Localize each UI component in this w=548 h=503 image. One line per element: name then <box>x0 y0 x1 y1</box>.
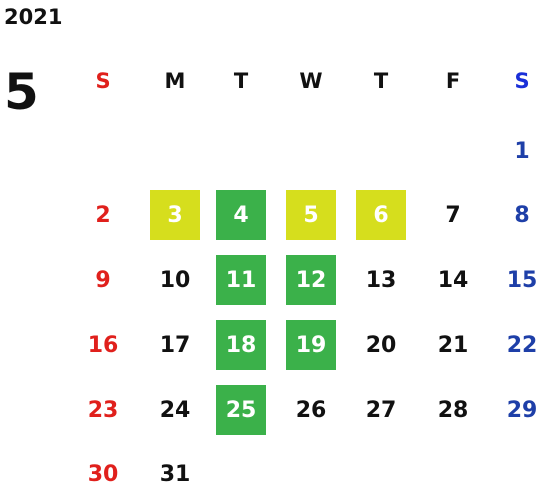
weekday-header: S <box>95 69 111 93</box>
day-cell: 15 <box>506 267 538 293</box>
day-cell: 12 <box>286 255 336 305</box>
day-cell: 26 <box>295 397 327 423</box>
day-cell: 27 <box>365 397 397 423</box>
day-cell: 7 <box>445 202 461 228</box>
day-cell: 23 <box>87 397 119 423</box>
day-cell: 2 <box>95 202 111 228</box>
day-cell: 31 <box>159 461 191 487</box>
day-cell: 3 <box>150 190 200 240</box>
day-cell: 28 <box>437 397 469 423</box>
weekday-header: T <box>373 69 389 93</box>
weekday-header: T <box>233 69 249 93</box>
weekday-header: M <box>164 69 186 93</box>
day-cell: 10 <box>159 267 191 293</box>
day-cell: 16 <box>87 332 119 358</box>
day-cell: 19 <box>286 320 336 370</box>
day-cell: 8 <box>514 202 530 228</box>
day-cell: 18 <box>216 320 266 370</box>
day-cell: 6 <box>356 190 406 240</box>
year-label: 2021 <box>4 5 63 29</box>
day-cell: 11 <box>216 255 266 305</box>
month-label: 5 <box>4 63 39 121</box>
day-cell: 13 <box>365 267 397 293</box>
day-cell: 24 <box>159 397 191 423</box>
day-cell: 22 <box>506 332 538 358</box>
day-cell: 1 <box>514 138 530 164</box>
day-cell: 14 <box>437 267 469 293</box>
day-cell: 17 <box>159 332 191 358</box>
day-cell: 9 <box>95 267 111 293</box>
weekday-header: F <box>445 69 461 93</box>
day-cell: 25 <box>216 385 266 435</box>
day-cell: 20 <box>365 332 397 358</box>
day-cell: 5 <box>286 190 336 240</box>
day-cell: 29 <box>506 397 538 423</box>
day-cell: 30 <box>87 461 119 487</box>
day-cell: 4 <box>216 190 266 240</box>
day-cell: 21 <box>437 332 469 358</box>
weekday-header: S <box>514 69 530 93</box>
weekday-header: W <box>299 69 323 93</box>
